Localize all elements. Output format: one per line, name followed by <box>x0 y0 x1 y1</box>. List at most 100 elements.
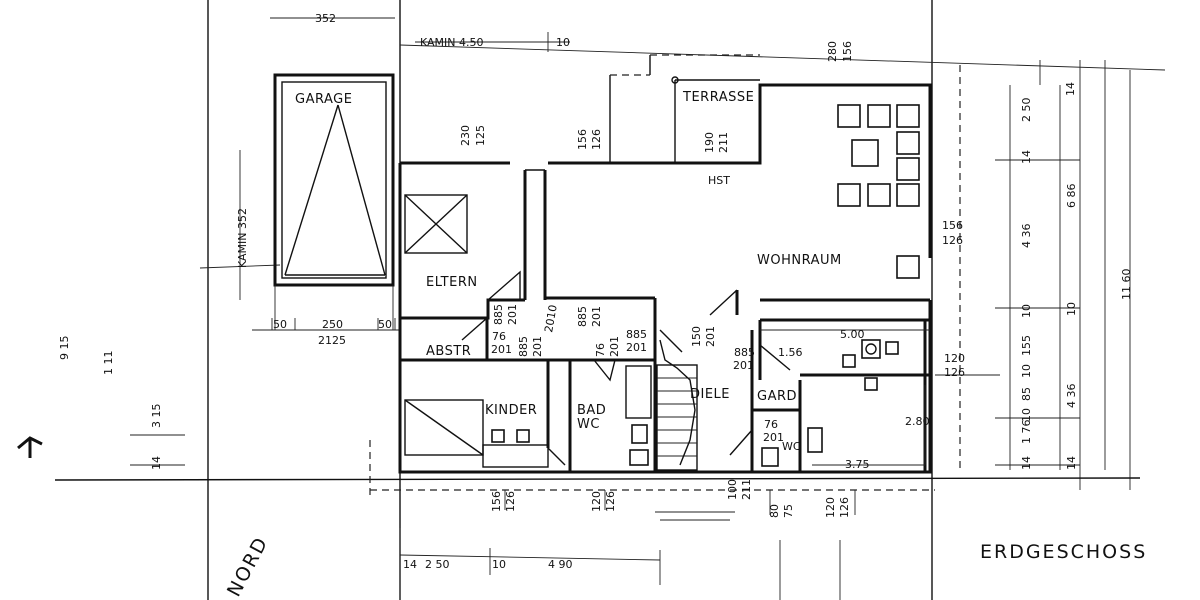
dimension-ticks <box>239 17 1106 521</box>
dim-r155: 155 <box>1020 335 1033 356</box>
dim-885c: 885 <box>517 336 530 357</box>
dim-126w: 126 <box>942 234 963 247</box>
dim-156a: 156 <box>841 41 854 62</box>
dim-50b: 50 <box>378 318 392 331</box>
dim-l3: 3 15 <box>150 404 163 429</box>
dim-126e: 126 <box>944 366 965 379</box>
garage <box>273 73 395 330</box>
interior-walls <box>400 169 930 472</box>
dim-76a: 76 <box>492 330 506 343</box>
dim-b211: 211 <box>740 479 753 500</box>
dim-125: 125 <box>474 125 487 146</box>
dim-l2: 1 11 <box>102 351 115 376</box>
reference-lines <box>54 0 1166 600</box>
dims-left: 9 15 1 11 3 15 14 <box>58 336 163 471</box>
dim-76c: 76 <box>764 418 778 431</box>
dim-50a: 50 <box>273 318 287 331</box>
label-hst: HST <box>708 174 730 187</box>
dim-201i: 201 <box>763 431 784 444</box>
label-diele: DIELE <box>690 387 730 402</box>
dim-r10a: 10 <box>1020 304 1033 318</box>
dim-126a: 126 <box>590 129 603 150</box>
dim-885d: 885 <box>626 328 647 341</box>
room-labels: GARAGE TERRASSE HST ELTERN WOHNRAUM ABST… <box>295 90 842 453</box>
dim-b250: 2 50 <box>425 558 450 571</box>
dim-10: 10 <box>556 36 570 49</box>
dim-r250: 2 50 <box>1020 98 1033 123</box>
label-wohnraum: WOHNRAUM <box>757 253 842 268</box>
dim-250: 250 <box>322 318 343 331</box>
dim-885b: 885 <box>576 306 589 327</box>
dim-201h: 201 <box>733 359 754 372</box>
dim-b80: 80 <box>768 504 781 518</box>
dim-190: 190 <box>703 132 716 153</box>
dim-b75: 75 <box>782 504 795 518</box>
dim-r436b: 4 36 <box>1065 384 1078 409</box>
plan-title: ERDGESCHOSS <box>980 541 1147 563</box>
dim-201g: 201 <box>704 326 717 347</box>
dim-156k: 1.56 <box>778 346 803 359</box>
dims-garage: 50 250 50 2125 KAMIN 352 <box>236 208 392 347</box>
north-label: NORD <box>223 533 273 600</box>
dim-201b: 201 <box>590 306 603 327</box>
dim-r1160: 11 60 <box>1120 269 1133 301</box>
label-wc: WC <box>577 417 600 432</box>
dim-201e: 201 <box>608 336 621 357</box>
north-arrow-icon <box>17 436 43 458</box>
dim-156b: 156 <box>576 129 589 150</box>
label-abstr: ABSTR <box>426 344 471 359</box>
dim-885e: 885 <box>734 346 755 359</box>
dim-201a: 201 <box>506 304 519 325</box>
dim-b14: 14 <box>403 558 417 571</box>
furniture <box>404 104 920 468</box>
dim-201c: 201 <box>491 343 512 356</box>
dim-r14a: 14 <box>1064 82 1077 96</box>
dim-b156: 156 <box>490 491 503 512</box>
label-bad: BAD <box>577 403 606 418</box>
dim-r85: 85 <box>1020 387 1033 401</box>
dims-bottom: 156 126 120 126 100 211 80 75 120 126 14… <box>403 479 851 571</box>
dim-352: 352 <box>315 12 336 25</box>
dim-156w: 156 <box>942 219 963 232</box>
dim-l4: 14 <box>150 456 163 470</box>
dim-r10d: 10 <box>1020 408 1033 422</box>
label-garage: GARAGE <box>295 92 352 107</box>
dim-kamin: KAMIN 4.50 <box>420 36 484 49</box>
dim-r14b: 14 <box>1020 150 1033 164</box>
dim-120e: 120 <box>944 352 965 365</box>
dim-l1: 9 15 <box>58 336 71 361</box>
dim-280k: 2.80 <box>905 415 930 428</box>
dim-375: 3.75 <box>845 458 870 471</box>
dim-b120c: 120 <box>824 497 837 518</box>
dims-top: KAMIN 4.50 352 10 280 156 230 125 156 12… <box>315 12 854 153</box>
dims-doors: 885 201 885 201 2010 76 201 885 201 76 2… <box>491 219 965 471</box>
dim-r10c: 10 <box>1020 364 1033 378</box>
dims-right: 14 2 50 14 4 36 10 155 10 85 1 76 10 14 … <box>1020 82 1133 470</box>
dim-2010: 2010 <box>542 304 560 334</box>
dim-b126c: 126 <box>838 497 851 518</box>
dim-b490: 4 90 <box>548 558 573 571</box>
dim-r10e: 10 <box>1065 302 1078 316</box>
dim-201f: 201 <box>626 341 647 354</box>
dim-b120: 120 <box>590 491 603 512</box>
staircase <box>656 339 698 471</box>
dim-r176: 1 76 <box>1020 420 1033 445</box>
dim-280: 280 <box>826 41 839 62</box>
label-eltern: ELTERN <box>426 275 478 290</box>
label-terrasse: TERRASSE <box>682 90 754 105</box>
label-kinder: KINDER <box>485 403 537 418</box>
dim-2125: 2125 <box>318 334 346 347</box>
dim-kamin-side: KAMIN 352 <box>236 208 249 268</box>
dim-150: 150 <box>690 326 703 347</box>
label-gard: GARD <box>757 389 797 404</box>
dim-r14d: 14 <box>1065 456 1078 470</box>
dim-r686: 6 86 <box>1065 184 1078 209</box>
dim-b100: 100 <box>726 479 739 500</box>
dim-b10: 10 <box>492 558 506 571</box>
dim-r436a: 4 36 <box>1020 224 1033 249</box>
title-block: ERDGESCHOSS NORD <box>17 436 1147 600</box>
dim-r14c: 14 <box>1020 456 1033 470</box>
label-wc2: WC <box>782 440 801 453</box>
door-swings <box>461 270 791 466</box>
